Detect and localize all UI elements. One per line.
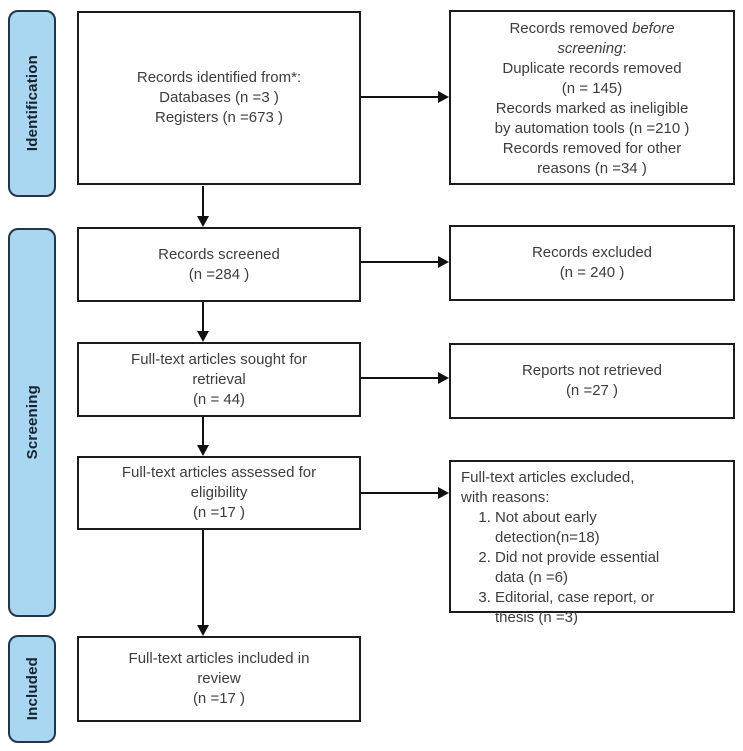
stage-label-identification: Identification — [23, 55, 41, 152]
stage-label-included: Included — [23, 657, 41, 721]
box-text-line: Reports not retrieved — [521, 362, 663, 379]
box-text-line: Full-text articles assessed for — [121, 464, 317, 481]
box-text-line: Registers (n =673 ) — [155, 109, 283, 126]
box-text-line: (n =284 ) — [188, 265, 250, 283]
box-records-screened: Records screened (n =284 ) — [77, 227, 361, 302]
exclusion-reason-item: Not about early detection(n=18) — [495, 508, 680, 548]
box-records-identified: Records identified from*: Databases (n =… — [77, 11, 361, 185]
exclusion-reason-item: Editorial, case report, or thesis (n =3) — [495, 588, 680, 628]
arrow-sought-to-notretrieved — [361, 372, 449, 384]
box-fulltext-sought: Full-text articles sought for retrieval … — [77, 342, 361, 417]
box-text-line: screening: — [557, 40, 627, 57]
box-text-line: reasons (n =34 ) — [537, 160, 647, 177]
box-text-line: Full-text articles included in — [128, 650, 310, 667]
arrow-assessed-to-included — [197, 530, 209, 636]
box-text-line: (n =17 ) — [192, 690, 246, 707]
stage-label-screening: Screening — [23, 385, 41, 460]
box-fulltext-excluded: Full-text articles excluded, with reason… — [449, 460, 735, 626]
box-text-line: retrieval — [192, 370, 246, 388]
arrow-screened-to-sought — [197, 302, 209, 342]
box-text-line: Full-text articles sought for — [131, 350, 307, 368]
box-text-line: Records identified from*: — [136, 69, 302, 86]
box-text-line: Records marked as ineligible — [495, 100, 689, 117]
arrow-identified-to-removed — [361, 91, 449, 103]
box-records-excluded: Records excluded (n = 240 ) — [449, 225, 735, 301]
box-text-line: review — [197, 670, 241, 687]
box-text-line: with reasons: — [461, 489, 550, 506]
exclusion-reasons-list: Not about early detection(n=18) Did not … — [461, 508, 727, 628]
box-text-line: (n =27 ) — [565, 382, 619, 399]
box-text-line: eligibility — [190, 484, 248, 501]
box-text-line: Records screened — [158, 245, 280, 263]
box-text-line: Duplicate records removed — [502, 60, 682, 77]
box-text-line: Records removed before — [509, 20, 675, 37]
stage-bar-screening: Screening — [8, 228, 56, 617]
box-text-line: Records excluded — [531, 244, 653, 261]
box-text-line: (n =17 ) — [192, 504, 246, 521]
arrow-screened-to-excluded — [361, 256, 449, 268]
box-text-line: Records removed for other — [502, 140, 682, 157]
box-text-line: (n = 240 ) — [559, 264, 625, 281]
box-text-line: by automation tools (n =210 ) — [494, 120, 690, 137]
exclusion-reason-item: Did not provide essential data (n =6) — [495, 548, 680, 588]
box-reports-not-retrieved: Reports not retrieved (n =27 ) — [449, 343, 735, 419]
box-fulltext-assessed: Full-text articles assessed for eligibil… — [77, 456, 361, 530]
arrow-sought-to-assessed — [197, 417, 209, 456]
box-fulltext-included: Full-text articles included in review (n… — [77, 636, 361, 722]
box-text-line: Databases (n =3 ) — [159, 89, 279, 106]
arrow-identified-to-screened — [197, 186, 209, 227]
box-records-removed: Records removed before screening: Duplic… — [449, 10, 735, 185]
stage-bar-included: Included — [8, 635, 56, 743]
stage-bar-identification: Identification — [8, 10, 56, 197]
box-text-line: (n = 145) — [561, 80, 623, 97]
box-text-line: Full-text articles excluded, — [461, 469, 635, 486]
arrow-assessed-to-ftexcluded — [361, 487, 449, 499]
box-text-line: (n = 44) — [192, 390, 246, 408]
